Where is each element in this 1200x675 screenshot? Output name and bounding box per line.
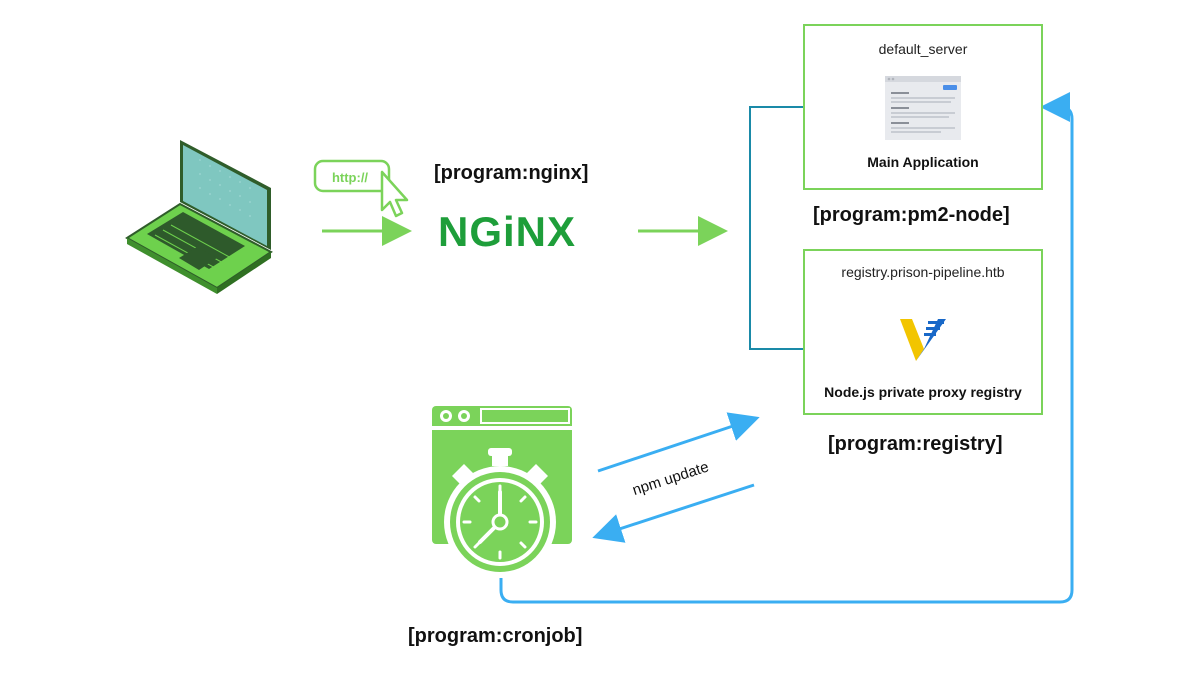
registry-program-label: [program:registry]: [828, 433, 1003, 455]
main-application-box: default_server Main Application: [803, 24, 1043, 190]
cursor-icon: [380, 170, 409, 218]
nginx-program-label: [program:nginx]: [434, 162, 589, 184]
npm-update-label: npm update: [630, 458, 711, 499]
verdaccio-logo-icon: [900, 319, 946, 361]
arrow-cron-to-main-app: [499, 92, 1074, 604]
arrow-registry-to-cron: [592, 483, 755, 543]
http-url-tag: http://: [313, 159, 409, 218]
registry-host: registry.prison-pipeline.htb: [841, 264, 1005, 280]
nginx-logo: NGiNX: [438, 208, 576, 255]
cronjob-program-label: [program:cronjob]: [408, 625, 583, 647]
http-url-label: http://: [332, 170, 368, 185]
main-app-host: default_server: [878, 41, 968, 57]
main-app-caption: Main Application: [867, 154, 979, 170]
pm2-node-program-label: [program:pm2-node]: [813, 204, 1010, 226]
webpage-icon: [885, 76, 961, 140]
laptop-icon: [125, 140, 273, 294]
cronjob-icon: [432, 406, 572, 578]
arrow-cron-to-registry: [597, 412, 760, 473]
registry-box: registry.prison-pipeline.htb Node.js pri…: [803, 249, 1043, 415]
registry-caption: Node.js private proxy registry: [824, 384, 1022, 400]
nginx-logo-text: NGiNX: [438, 208, 576, 255]
backend-bracket: [749, 106, 803, 350]
